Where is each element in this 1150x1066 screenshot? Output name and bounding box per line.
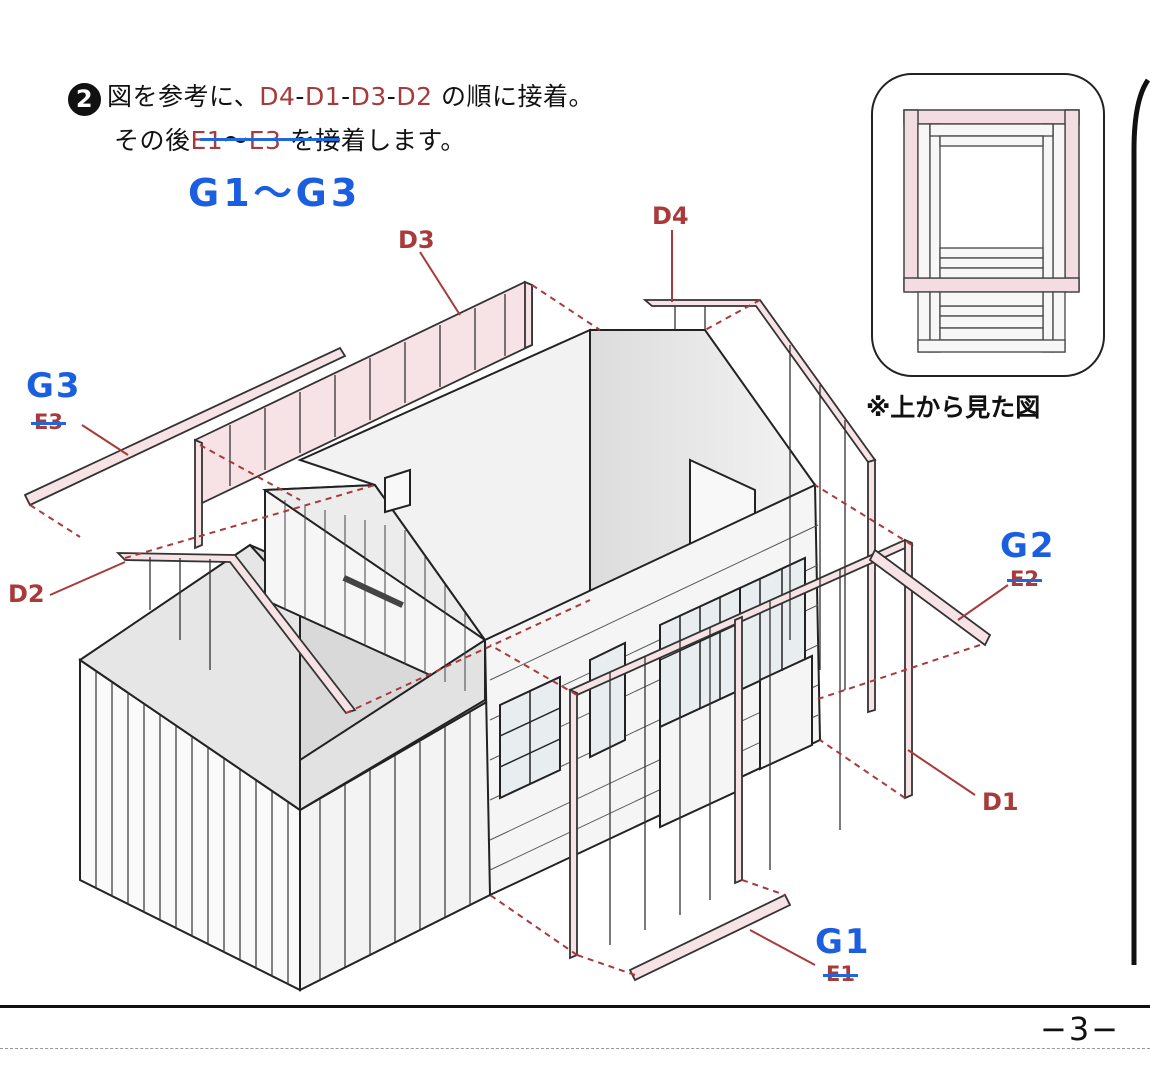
- label-e1-struck: E1: [823, 962, 858, 986]
- replacement-note: G1〜G3: [188, 171, 362, 215]
- inset-caption: ※上から見た図: [866, 393, 1041, 422]
- top-view-inset: [871, 73, 1105, 377]
- step-number-badge: 2: [68, 83, 101, 116]
- label-g2: G2: [1000, 526, 1056, 566]
- margin-bracket: [1131, 78, 1150, 965]
- sequence-separator: -: [295, 82, 305, 111]
- label-d3: D3: [398, 226, 435, 254]
- instruction-line1-prefix: 図を参考に、: [107, 82, 260, 111]
- frame-g1: [628, 893, 792, 982]
- alignment-guides: [29, 284, 981, 976]
- correction-strikethrough: [200, 138, 340, 141]
- frame-pieces: [23, 280, 992, 982]
- sequence-separator: -: [341, 82, 351, 111]
- sequence-d3: D3: [350, 82, 387, 111]
- left-annex-battens: [95, 671, 471, 984]
- frame-studs: [149, 294, 846, 945]
- label-e3-struck: E3: [31, 410, 66, 434]
- label-d1: D1: [982, 788, 1019, 816]
- label-d4: D4: [652, 202, 689, 230]
- sequence-d2: D2: [396, 82, 433, 111]
- footer-rule: [0, 1005, 1150, 1008]
- assembly-diagram: [23, 230, 1009, 992]
- page-number: −3−: [1040, 1010, 1120, 1048]
- label-g3: G3: [26, 366, 82, 406]
- label-e2-struck: E2: [1007, 567, 1042, 591]
- footer-dotted-rule: [0, 1048, 1150, 1049]
- sequence-d1: D1: [304, 82, 342, 111]
- sequence-separator: -: [386, 82, 397, 111]
- vent-slot: [342, 575, 404, 608]
- label-d2: D2: [8, 580, 45, 608]
- frame-g2: [868, 548, 992, 647]
- inset-white-frame: [917, 123, 1066, 353]
- leader-lines: [49, 230, 1009, 966]
- instruction-line1-suffix: の順に接着。: [440, 82, 594, 111]
- frame-g3: [23, 346, 347, 507]
- inset-pink-frame: [903, 109, 1080, 293]
- label-g1: G1: [815, 922, 871, 962]
- sequence-d4: D4: [259, 82, 296, 111]
- instruction-line2-prefix: その後: [114, 126, 191, 155]
